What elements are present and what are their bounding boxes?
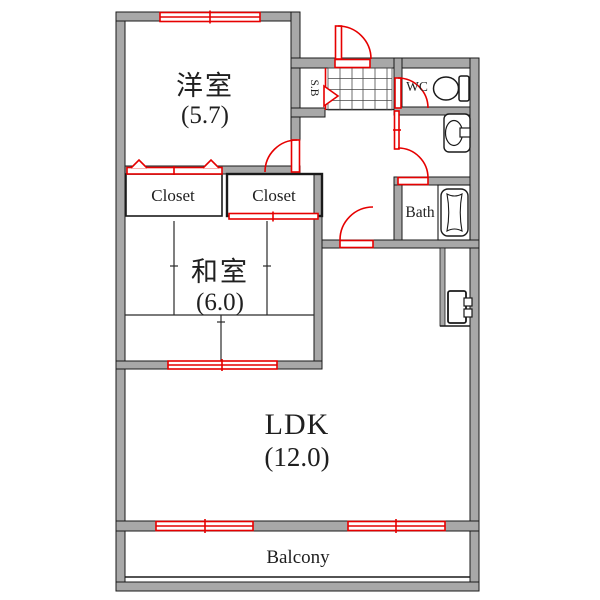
window-western-top [159,10,261,24]
hall-ldk-door [339,206,374,249]
wall-hall-bottom [313,239,480,249]
toilet-icon [432,75,470,102]
closet-folding-door [126,158,223,175]
wall-top-right-section [290,57,480,69]
japanese-room-label: 和室 [191,257,249,287]
japanese-room-sliding-door [167,359,278,371]
wall-left-outer [115,11,126,592]
wall-bath-left [393,184,403,241]
ldk-size: (12.0) [264,442,329,472]
wall-bath-top [393,176,471,186]
closet-sliding-door [228,211,319,222]
western-room-door [264,139,301,173]
bathtub-icon [437,184,471,241]
tatami-lines [125,221,314,361]
window-ldk-left [155,519,254,533]
western-room-label: 洋室 [176,71,234,101]
wall-shoebox-bottom [290,107,326,118]
wc-door [394,77,429,109]
washbasin-icon [443,113,471,153]
shoe-box-label: S.B [308,80,320,97]
closet-left-label: Closet [151,186,195,205]
western-room-size: (5.7) [181,102,229,129]
washroom-sliding-door [393,110,401,150]
bath-door [397,147,429,186]
genkan-tile-grid [327,67,393,111]
closet-right-label: Closet [252,186,296,205]
ldk-label: LDK [265,408,330,441]
window-ldk-right [347,519,446,533]
wall-ldk-bottom [115,520,480,532]
wall-japanese-right [313,173,323,370]
wall-right-outer [469,57,480,592]
walls [115,11,480,592]
bath-label: Bath [405,204,435,221]
wall-bottom-outer [115,581,480,592]
genkan-marker [323,68,340,110]
wc-label: WC [406,79,428,94]
japanese-room-size: (6.0) [196,289,244,316]
water-heater-icon [447,290,473,324]
wall-niche [439,247,446,327]
balcony-label: Balcony [266,547,330,568]
wall-western-right [290,11,301,141]
entrance-door [334,25,372,69]
